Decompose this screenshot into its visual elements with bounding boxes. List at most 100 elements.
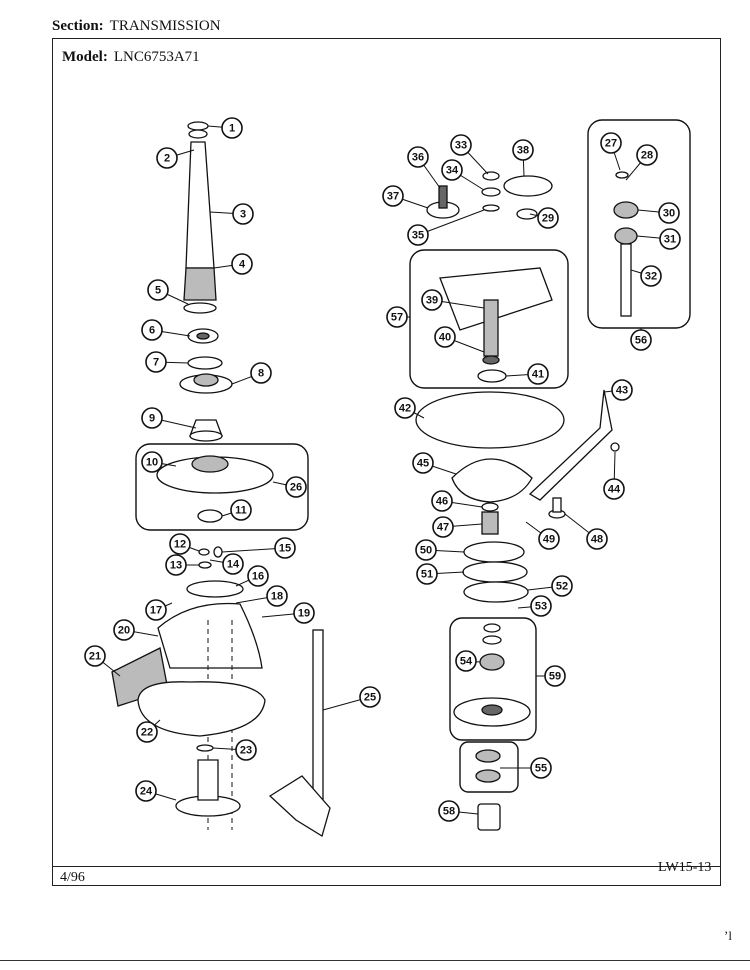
callout-circle-1 (221, 117, 243, 139)
callout-circle-16 (247, 565, 269, 587)
callout-circle-37 (382, 185, 404, 207)
callout-circle-27 (600, 132, 622, 154)
callout-circle-3 (232, 203, 254, 225)
callout-circle-20 (113, 619, 135, 641)
callout-33: 33 (450, 134, 472, 156)
callout-20: 20 (113, 619, 135, 641)
callout-circle-58 (438, 800, 460, 822)
callout-label-31: 31 (664, 234, 676, 246)
model-label: Model: (62, 49, 108, 65)
group-box-57 (409, 249, 569, 389)
callout-circle-9 (141, 407, 163, 429)
pulley-group-59 (453, 623, 531, 727)
callout-49: 49 (538, 528, 560, 550)
callout-label-37: 37 (387, 191, 399, 203)
callout-circle-5 (147, 279, 169, 301)
footer-page-code: LW15-13 (658, 860, 712, 875)
callout-41: 41 (527, 363, 549, 385)
model-value: LNC6753A71 (113, 49, 200, 65)
callout-label-45: 45 (417, 458, 429, 470)
callout-42: 42 (394, 397, 416, 419)
callout-16: 16 (247, 565, 269, 587)
callout-circle-50 (415, 539, 437, 561)
callout-label-21: 21 (89, 651, 101, 663)
group-box-56 (587, 119, 691, 329)
bearing-6 (187, 328, 219, 344)
callout-label-36: 36 (412, 152, 424, 164)
callout-label-23: 23 (240, 745, 252, 757)
callout-circle-8 (250, 362, 272, 384)
callout-28: 28 (636, 144, 658, 166)
callout-56: 56 (630, 329, 652, 351)
callout-38: 38 (512, 139, 534, 161)
callout-13: 13 (165, 554, 187, 576)
callout-circle-22 (136, 721, 158, 743)
callout-11: 11 (230, 499, 252, 521)
callout-label-33: 33 (455, 140, 467, 152)
corner-mark: ʼl (724, 928, 732, 943)
callout-circle-52 (551, 575, 573, 597)
callout-59: 59 (544, 665, 566, 687)
callout-29: 29 (537, 207, 559, 229)
shaft-group-56 (613, 171, 639, 317)
callout-label-28: 28 (641, 150, 653, 162)
callout-label-2: 2 (164, 153, 170, 165)
callout-label-16: 16 (252, 571, 264, 583)
callout-label-15: 15 (279, 543, 291, 555)
callout-43: 43 (611, 379, 633, 401)
section-header: Section:TRANSMISSION (52, 18, 221, 35)
callout-label-55: 55 (535, 763, 547, 775)
section-value: TRANSMISSION (109, 18, 221, 34)
group-box-26 (135, 443, 309, 531)
callout-label-19: 19 (298, 608, 310, 620)
callout-label-17: 17 (150, 605, 162, 617)
callout-label-46: 46 (436, 496, 448, 508)
callout-3: 3 (232, 203, 254, 225)
callout-label-42: 42 (399, 403, 411, 415)
diagram-frame (52, 38, 721, 886)
callout-39: 39 (421, 289, 443, 311)
callout-label-13: 13 (170, 560, 182, 572)
callout-circle-18 (266, 585, 288, 607)
callout-2: 2 (156, 147, 178, 169)
callout-5: 5 (147, 279, 169, 301)
footer-divider (52, 866, 721, 867)
callout-circle-41 (527, 363, 549, 385)
callout-circle-6 (141, 319, 163, 341)
callout-22: 22 (136, 721, 158, 743)
callout-circle-54 (455, 650, 477, 672)
callout-circle-42 (394, 397, 416, 419)
callout-label-34: 34 (446, 165, 459, 177)
callout-label-7: 7 (153, 357, 159, 369)
callout-circle-33 (450, 134, 472, 156)
callout-12: 12 (169, 533, 191, 555)
callout-36: 36 (407, 146, 429, 168)
callout-9: 9 (141, 407, 163, 429)
callout-label-32: 32 (645, 271, 657, 283)
parts-55-58 (475, 749, 501, 831)
callout-label-41: 41 (532, 369, 544, 381)
callout-circle-38 (512, 139, 534, 161)
callout-circle-21 (84, 645, 106, 667)
callout-6: 6 (141, 319, 163, 341)
callout-label-50: 50 (420, 545, 432, 557)
callout-circle-24 (135, 780, 157, 802)
callout-51: 51 (416, 563, 438, 585)
callout-circle-30 (658, 202, 680, 224)
callout-8: 8 (250, 362, 272, 384)
callout-45: 45 (412, 452, 434, 474)
callout-label-40: 40 (439, 332, 451, 344)
callout-circle-29 (537, 207, 559, 229)
callout-24: 24 (135, 780, 157, 802)
gears-33-38 (426, 171, 553, 220)
callout-label-26: 26 (290, 482, 302, 494)
callout-34: 34 (441, 159, 463, 181)
callout-label-8: 8 (258, 368, 264, 380)
callout-label-4: 4 (239, 259, 246, 271)
callout-19: 19 (293, 602, 315, 624)
callout-circle-43 (611, 379, 633, 401)
callout-46: 46 (431, 490, 453, 512)
carrier-assembly-57 (439, 267, 553, 383)
callout-label-53: 53 (535, 601, 547, 613)
